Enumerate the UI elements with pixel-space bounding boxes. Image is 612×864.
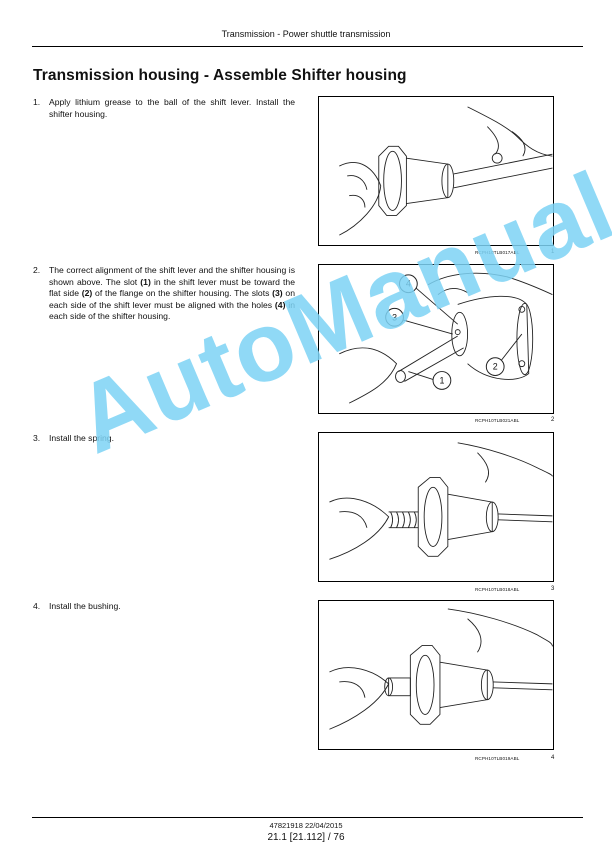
callout-1 [432, 371, 452, 390]
step-number: 1. [33, 97, 41, 107]
step-number: 2. [33, 265, 41, 275]
figure-number: 2 [551, 417, 555, 423]
figure-1-illustration [318, 96, 554, 246]
callout-4 [399, 274, 418, 294]
ref-flat-side: (2) [81, 288, 93, 299]
footer-doc-ref: 47821918 22/04/2015 [269, 821, 343, 830]
footer-page-ref: 21.1 [21.112] / 76 [267, 832, 345, 843]
footer-rule [32, 817, 583, 818]
running-header: Transmission - Power shuttle transmissio… [221, 29, 391, 39]
page-title: Transmission housing - Assemble Shifter … [33, 67, 407, 84]
ref-slot: (1) [140, 276, 151, 287]
step-3: 3. Install the spring. [33, 433, 295, 445]
figure-number: 4 [551, 755, 555, 761]
step-text: Install the spring. [49, 433, 114, 443]
step-number: 4. [33, 601, 41, 611]
svg-text:2: 2 [493, 362, 498, 372]
figure-code: RCPH10TLB018ABL [475, 587, 520, 592]
step-2: 2. The correct alignment of the shift le… [33, 265, 295, 323]
header-rule [32, 46, 583, 47]
step-text: The correct alignment of the shift lever… [49, 265, 295, 322]
svg-text:3: 3 [392, 312, 397, 322]
step-text: Install the bushing. [49, 601, 121, 611]
figure-4-illustration [318, 600, 554, 750]
figure-number: 1 [551, 249, 555, 255]
figure-code: RCPH10TLB021ABL [475, 418, 520, 423]
step-text: Apply lithium grease to the ball of the … [49, 97, 295, 119]
figure-2-illustration: 4 3 1 2 [318, 264, 554, 414]
figure-number: 3 [551, 586, 555, 592]
figure-code: RCPH10TLB017ABL [475, 250, 520, 255]
figure-code: RCPH10TLB019ABL [475, 756, 520, 761]
svg-text:4: 4 [406, 279, 411, 289]
callout-2 [485, 357, 505, 376]
figure-3-illustration [318, 432, 554, 582]
ref-slots: (3) [272, 288, 283, 299]
step-number: 3. [33, 433, 41, 443]
ref-holes: (4) [274, 299, 286, 310]
svg-text:1: 1 [439, 375, 444, 385]
callout-3 [385, 307, 404, 327]
step-1: 1. Apply lithium grease to the ball of t… [33, 97, 295, 120]
step-4: 4. Install the bushing. [33, 601, 295, 613]
